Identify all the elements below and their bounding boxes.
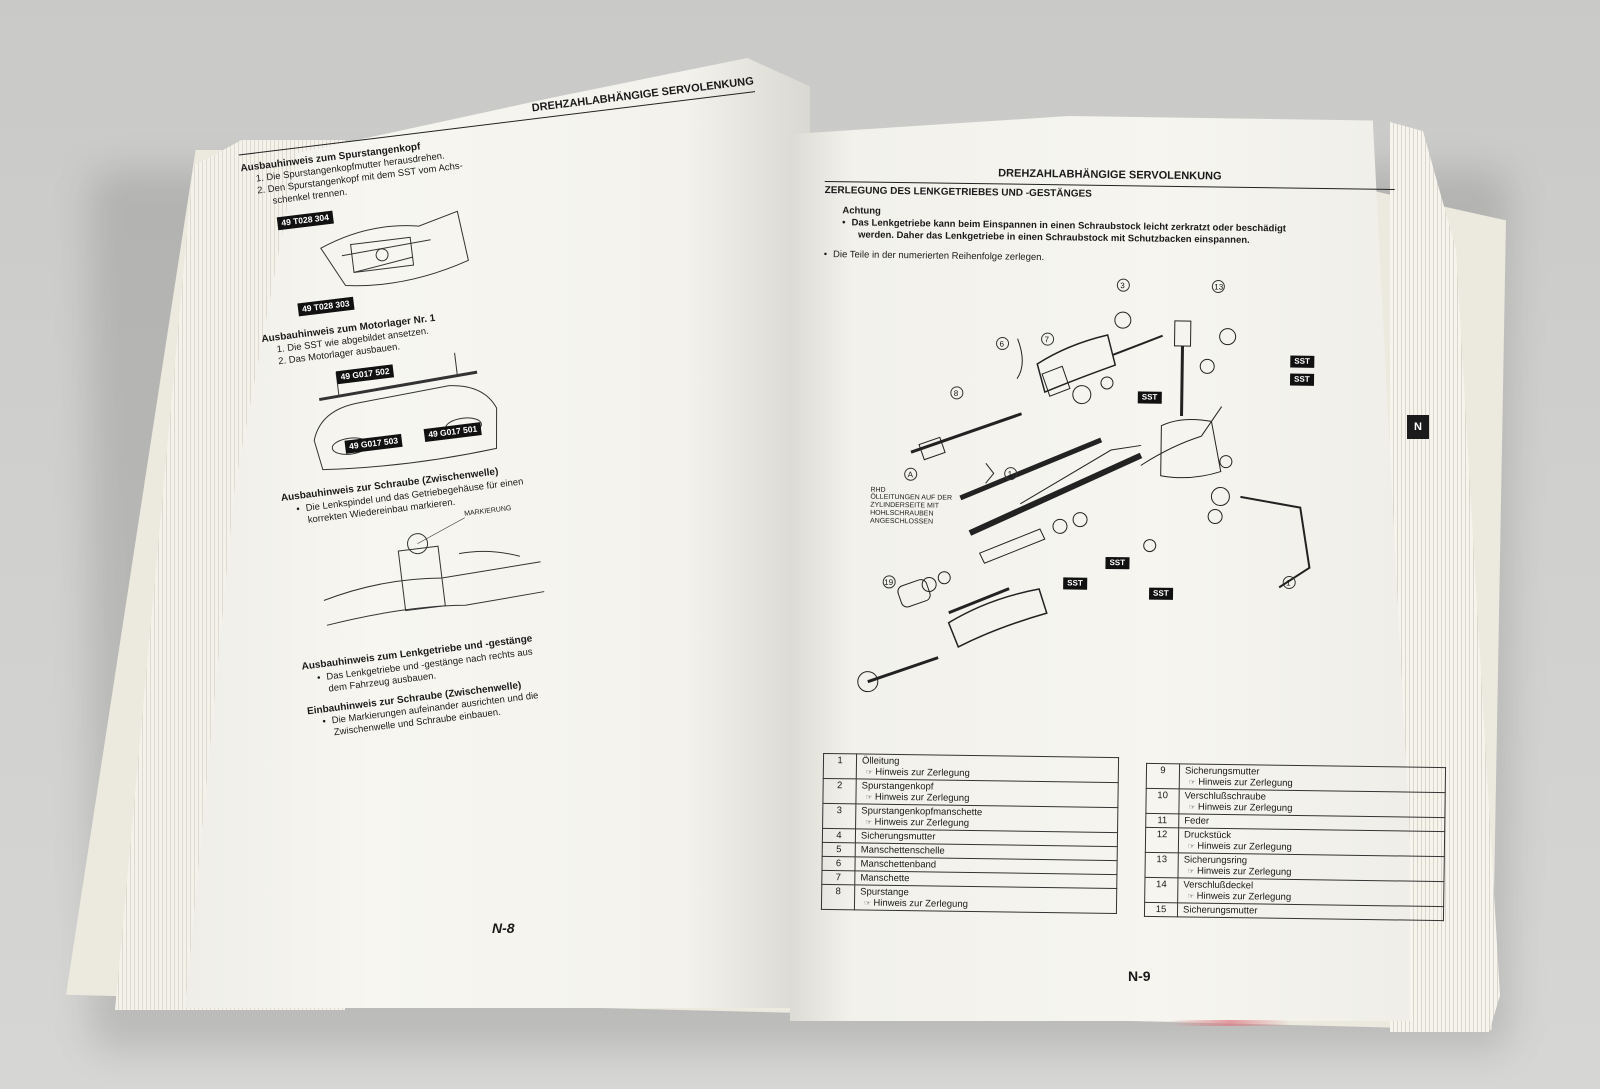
engine-mount-figure: 49 G017 502 49 G017 503 49 G017 501 — [296, 348, 508, 482]
part-number: 5 — [822, 842, 856, 857]
part-number: 11 — [1145, 813, 1179, 828]
part-number: 9 — [1146, 763, 1180, 789]
part-number: 7 — [821, 870, 855, 885]
tie-rod-illustration — [320, 210, 469, 287]
shaft-figure: MARKIERUNG — [315, 505, 548, 651]
exploded-view: 3 13 6 7 8 A 1 1 19 RHD ÖLLEITUNGEN AUF … — [817, 261, 1393, 729]
svg-text:7: 7 — [1045, 335, 1050, 344]
parts-table-right: 9SicherungsmutterHinweis zur Zerlegung10… — [1144, 763, 1446, 921]
pink-page-edge — [1170, 1020, 1290, 1026]
svg-text:13: 13 — [1214, 282, 1224, 291]
svg-text:A: A — [908, 470, 914, 479]
part-number: 4 — [822, 828, 856, 843]
sst-badge: SST — [1063, 577, 1087, 590]
sst-badge: SST — [1105, 556, 1130, 570]
part-number: 1 — [823, 753, 857, 779]
right-page-number: N-9 — [1128, 968, 1151, 984]
sst-badge: SST — [1289, 373, 1314, 386]
car-front-illustration — [313, 352, 498, 471]
table-row: 8SpurstangeHinweis zur Zerlegung — [821, 884, 1117, 914]
part-cell: SpurstangeHinweis zur Zerlegung — [854, 884, 1117, 914]
part-cell: SpurstangenkopfHinweis zur Zerlegung — [855, 778, 1119, 808]
rhd-note-line: ANGESCHLOSSEN — [869, 517, 934, 526]
sst-badge: SST — [1290, 355, 1314, 368]
part-number: 15 — [1144, 902, 1178, 917]
svg-text:6: 6 — [999, 339, 1004, 348]
part-cell: DruckstückHinweis zur Zerlegung — [1178, 827, 1445, 857]
sst-badge: SST — [1148, 587, 1173, 600]
svg-text:1: 1 — [1286, 578, 1291, 587]
part-name: Sicherungsmutter — [1182, 904, 1258, 917]
part-cell: Sicherungsmutter — [1177, 902, 1444, 921]
rhd-note: RHD ÖLLEITUNGEN AUF DER ZYLINDERSEITE MI… — [870, 486, 952, 526]
svg-text:8: 8 — [954, 389, 959, 398]
part-number: 3 — [822, 803, 856, 829]
part-number: 2 — [822, 778, 857, 804]
section-tab-n: N — [1407, 415, 1429, 439]
part-number: 10 — [1145, 788, 1180, 814]
part-number: 12 — [1145, 827, 1179, 853]
parts-table-left: 1ÖlleitungHinweis zur Zerlegung2Spurstan… — [821, 753, 1119, 914]
part-cell: SicherungsmutterHinweis zur Zerlegung — [1179, 763, 1446, 793]
exploded-steering-rack-diagram: 3 13 6 7 8 A 1 1 19 — [857, 278, 1311, 692]
left-page-content: DREHZAHLABHÄNGIGE SERVOLENKUNG Ausbauhin… — [236, 75, 858, 992]
right-page-content: DREHZAHLABHÄNGIGE SERVOLENKUNG ZERLEGUNG… — [814, 165, 1395, 993]
part-hint: Hinweis zur Zerlegung — [864, 898, 1111, 912]
svg-text:3: 3 — [1120, 281, 1125, 290]
svg-text:1: 1 — [1008, 469, 1013, 478]
part-cell: SpurstangenkopfmanschetteHinweis zur Zer… — [855, 803, 1118, 833]
steering-shaft-illustration — [323, 517, 545, 627]
part-number: 6 — [821, 856, 856, 871]
part-number: 14 — [1144, 877, 1178, 903]
tie-rod-figure: 49 T028 304 49 T028 303 — [276, 189, 488, 323]
left-page-number: N-8 — [492, 920, 515, 936]
part-number: 13 — [1144, 852, 1179, 878]
part-cell: VerschlußschraubeHinweis zur Zerlegung — [1178, 788, 1446, 818]
svg-text:19: 19 — [884, 578, 894, 587]
part-cell: ÖlleitungHinweis zur Zerlegung — [856, 753, 1119, 783]
part-cell: VerschlußdeckelHinweis zur Zerlegung — [1177, 877, 1444, 907]
sst-badge: SST — [1137, 391, 1162, 404]
part-cell: SicherungsringHinweis zur Zerlegung — [1177, 852, 1445, 882]
part-number: 8 — [821, 884, 855, 910]
